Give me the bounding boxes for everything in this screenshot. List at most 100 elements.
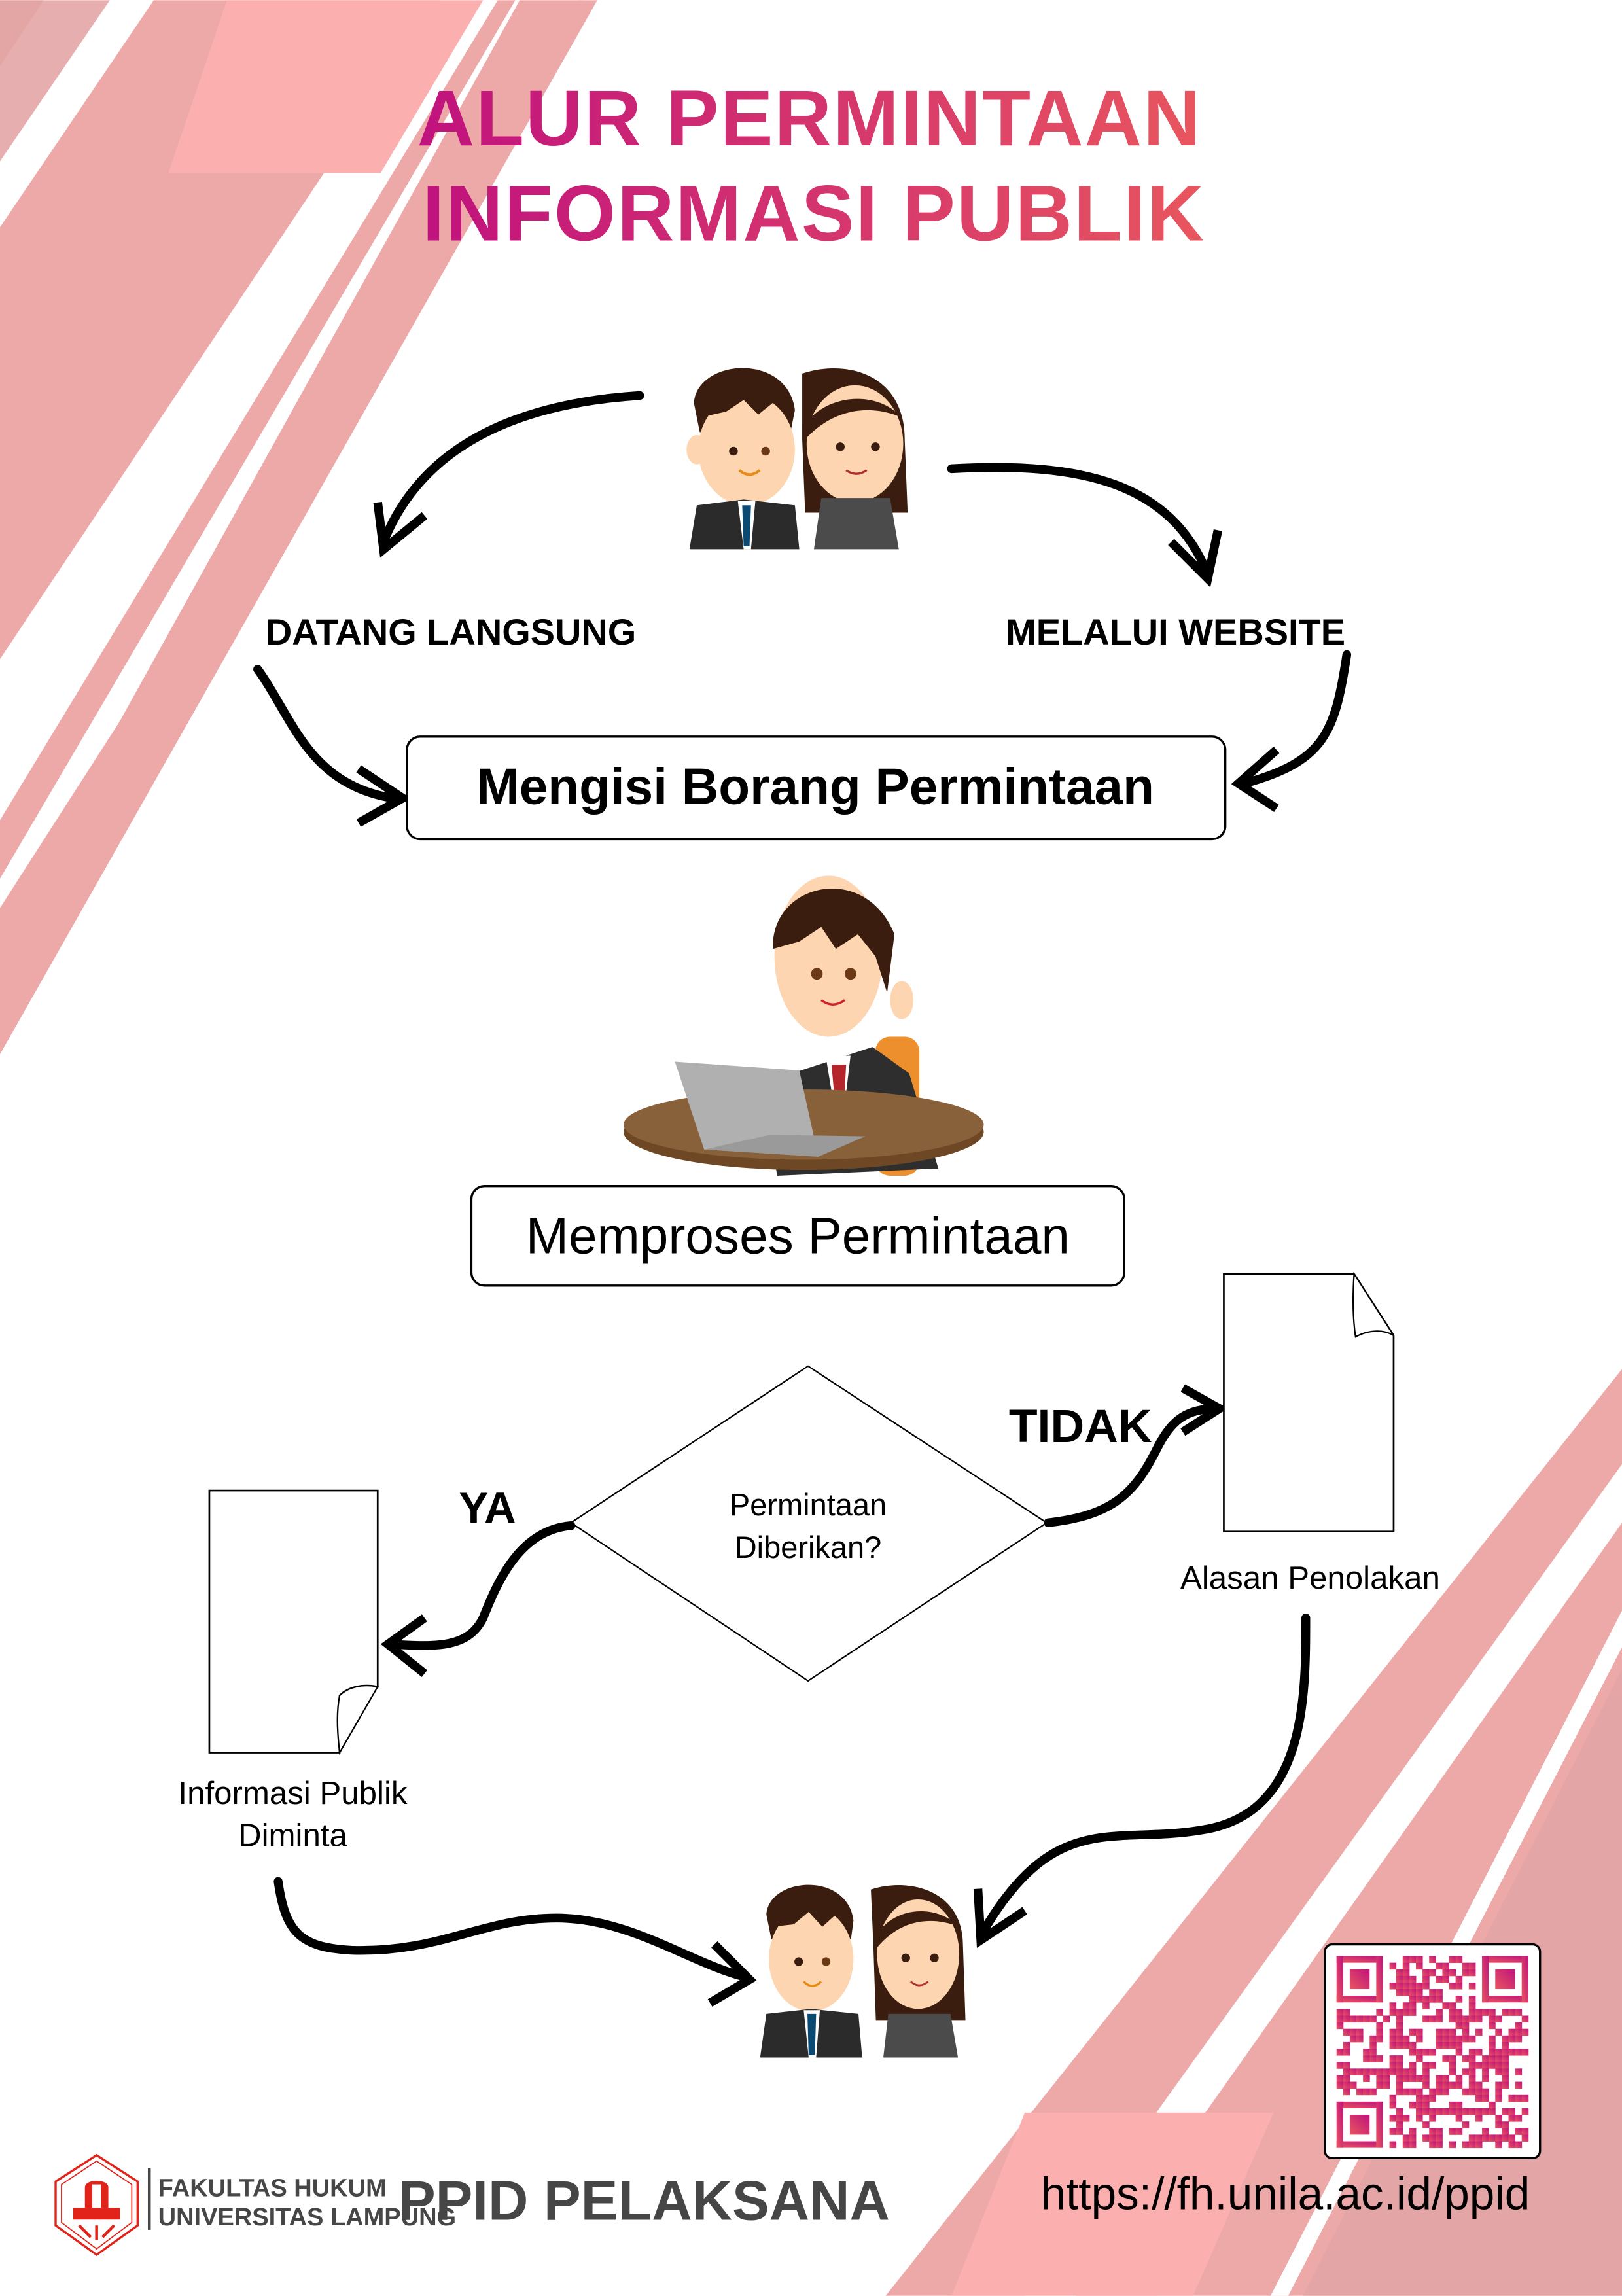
qr-module (1489, 2134, 1496, 2142)
qr-module (1396, 2108, 1403, 2115)
qr-module (1409, 2041, 1417, 2049)
qr-module (1449, 2068, 1456, 2075)
step-fill-form-label: Mengisi Borang Permintaan (476, 758, 1154, 815)
qr-module (1389, 2009, 1397, 2016)
qr-module (1449, 2128, 1456, 2135)
qr-module (1402, 2068, 1410, 2075)
qr-module (1482, 1956, 1489, 2003)
qr-module (1363, 2068, 1370, 2075)
qr-module (1449, 2062, 1456, 2069)
qr-code[interactable] (1324, 1943, 1542, 2159)
qr-module (1475, 2108, 1483, 2115)
qr-module (1389, 2141, 1397, 2149)
man-figure-bottom (760, 1884, 862, 2058)
qr-module (1482, 2088, 1489, 2096)
qr-module (1396, 1989, 1403, 1996)
qr-module (1409, 2088, 1417, 2096)
qr-module (1449, 2015, 1456, 2023)
qr-module (1356, 2015, 1364, 2023)
qr-module (1436, 2108, 1443, 2115)
qr-module (1442, 2041, 1449, 2049)
qr-module (1409, 2002, 1417, 2009)
qr-module (1495, 1969, 1515, 1990)
qr-module (1455, 2041, 1463, 2049)
qr-module (1489, 2015, 1496, 2023)
qr-module (1356, 2068, 1364, 2075)
qr-module (1521, 2134, 1529, 2142)
qr-module (1383, 2081, 1390, 2089)
qr-module (1396, 2015, 1403, 2023)
qr-module (1343, 2015, 1350, 2023)
qr-module (1422, 2015, 1430, 2023)
doc-informasi-line-2: Diminta (238, 1818, 347, 1854)
qr-module (1422, 1969, 1430, 1977)
qr-module (1389, 2094, 1397, 2102)
qr-module (1409, 2028, 1417, 2036)
qr-module (1449, 2009, 1456, 2016)
qr-module (1415, 2075, 1423, 2083)
qr-module (1376, 2055, 1383, 2062)
qr-module (1415, 2094, 1423, 2102)
qr-module (1515, 2115, 1523, 2122)
qr-module (1415, 2108, 1423, 2115)
qr-module (1376, 2075, 1383, 2083)
qr-module (1455, 2015, 1463, 2023)
qr-module (1468, 2035, 1476, 2043)
qr-module (1442, 2055, 1449, 2062)
qr-module (1429, 2141, 1436, 2149)
qr-module (1436, 1996, 1443, 2003)
requesters-illustration-bottom (760, 1884, 966, 2058)
qr-module (1356, 2088, 1364, 2096)
qr-module (1436, 2075, 1443, 2083)
qr-module (1429, 1989, 1436, 1996)
qr-module (1449, 1969, 1456, 1977)
qr-module (1495, 2141, 1502, 2149)
qr-module (1349, 2035, 1357, 2043)
qr-module (1455, 2009, 1463, 2016)
qr-module (1422, 2062, 1430, 2069)
qr-module (1436, 2134, 1443, 2142)
qr-module (1369, 2068, 1377, 2075)
channel-datang-langsung: DATANG LANGSUNG (266, 611, 636, 652)
qr-module (1422, 2101, 1430, 2109)
qr-module (1462, 2035, 1470, 2043)
arrow-website-to-form (1231, 650, 1352, 813)
arrow-informasi-to-requester (273, 1877, 757, 2007)
qr-module (1363, 2075, 1370, 2083)
qr-module (1462, 2068, 1470, 2075)
qr-module (1468, 2081, 1476, 2089)
qr-module (1409, 2101, 1417, 2109)
qr-module (1402, 2035, 1410, 2043)
qr-module (1429, 2088, 1436, 2096)
qr-module (1468, 2062, 1476, 2069)
qr-module (1376, 2035, 1383, 2043)
qr-module (1343, 2068, 1350, 2075)
qr-module (1521, 2128, 1529, 2135)
qr-module (1436, 2015, 1443, 2023)
qr-module (1468, 1996, 1476, 2003)
qr-module (1415, 2055, 1423, 2062)
website-url[interactable]: https://fh.unila.ac.id/ppid (1040, 2168, 1530, 2219)
qr-module (1363, 2088, 1370, 2096)
qr-module (1415, 1982, 1423, 1990)
qr-module (1389, 2041, 1397, 2049)
qr-module (1436, 2041, 1443, 2049)
qr-module (1508, 2134, 1516, 2142)
qr-module (1508, 2141, 1516, 2149)
qr-module (1455, 2081, 1463, 2089)
qr-module (1415, 2028, 1423, 2036)
qr-module (1482, 2055, 1489, 2062)
decor-stripes-top-left (0, 0, 597, 1055)
qr-module (1349, 2028, 1357, 2036)
qr-module (1402, 2115, 1410, 2122)
qr-module (1389, 2115, 1397, 2122)
qr-module (1415, 1956, 1423, 1964)
qr-module (1489, 2009, 1496, 2016)
qr-module (1396, 2075, 1403, 2083)
qr-module (1475, 2028, 1483, 2036)
qr-module (1449, 1956, 1456, 1964)
qr-module (1482, 2062, 1489, 2069)
qr-module (1343, 2062, 1350, 2069)
qr-module (1442, 2088, 1449, 2096)
qr-module (1396, 2035, 1403, 2043)
